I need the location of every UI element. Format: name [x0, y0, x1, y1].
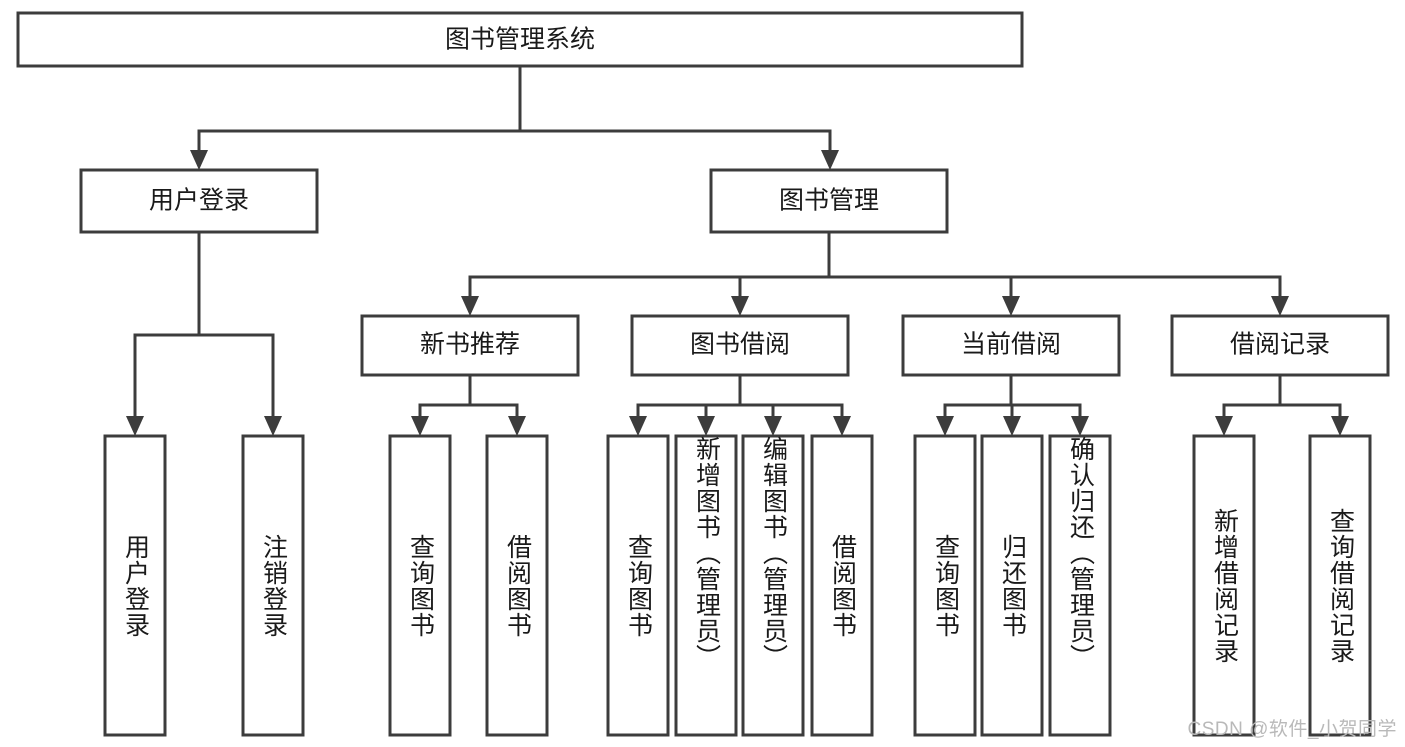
node-book-borrow[interactable]: 图书借阅: [630, 314, 850, 377]
connector-book-manage-to-level3: [461, 230, 1289, 316]
leaf-box-edit-book[interactable]: [741, 434, 805, 737]
connector-current-borrow-to-leaves: [936, 373, 1089, 436]
leaf-box-return-book[interactable]: [980, 434, 1044, 737]
leaf-box-user-login[interactable]: [103, 434, 167, 737]
leaf-box-add-book[interactable]: [674, 434, 738, 737]
node-book-borrow-label: 图书借阅: [690, 331, 790, 359]
leaf-box-query-book-cb[interactable]: [913, 434, 977, 737]
node-new-book-rec[interactable]: 新书推荐: [360, 314, 580, 377]
connector-borrow-record-to-leaves: [1215, 373, 1349, 436]
node-root[interactable]: 图书管理系统: [16, 11, 1024, 68]
connector-root-to-level2: [190, 64, 839, 170]
node-book-manage-label: 图书管理: [779, 187, 879, 215]
node-current-borrow-label: 当前借阅: [961, 331, 1061, 359]
leaf-box-borrow-book-br[interactable]: [810, 434, 874, 737]
leaf-box-logout[interactable]: [241, 434, 305, 737]
node-borrow-record[interactable]: 借阅记录: [1170, 314, 1390, 377]
leaf-box-query-book-br[interactable]: [606, 434, 670, 737]
connector-user-login-to-leaves: [126, 230, 282, 436]
leaf-box-query-book-rec[interactable]: [388, 434, 452, 737]
node-current-borrow[interactable]: 当前借阅: [901, 314, 1121, 377]
leaf-box-add-record[interactable]: [1192, 434, 1256, 737]
leaf-box-confirm-return[interactable]: [1048, 434, 1112, 737]
node-borrow-record-label: 借阅记录: [1230, 331, 1330, 359]
connector-new-book-rec-to-leaves: [411, 373, 526, 436]
node-book-manage[interactable]: 图书管理: [709, 168, 949, 234]
node-user-login-label: 用户登录: [149, 187, 249, 215]
leaf-box-query-record[interactable]: [1308, 434, 1372, 737]
leaf-box-borrow-book-rec[interactable]: [485, 434, 549, 737]
csdn-watermark: CSDN @软件_小贺同学: [1187, 719, 1397, 740]
node-root-label: 图书管理系统: [445, 26, 595, 54]
node-user-login[interactable]: 用户登录: [79, 168, 319, 234]
leaf-boxes: [103, 434, 1372, 737]
node-new-book-rec-label: 新书推荐: [420, 331, 520, 359]
connector-book-borrow-to-leaves: [629, 373, 851, 436]
